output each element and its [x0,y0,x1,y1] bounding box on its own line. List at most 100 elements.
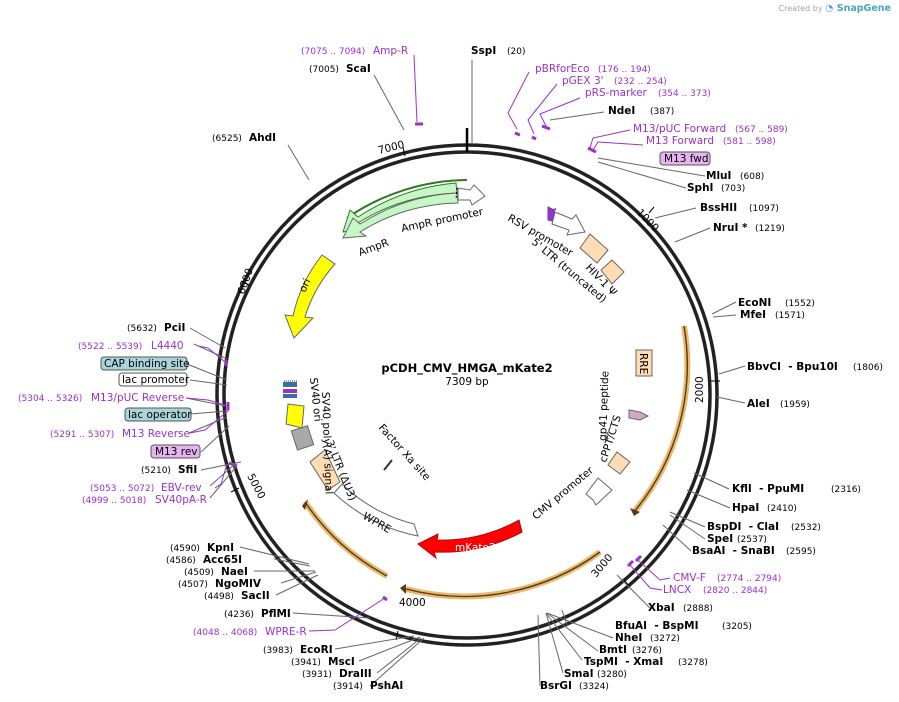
feature-cap-binding-site[interactable]: CAP binding site [104,358,190,370]
sv40-ori-feature [285,403,305,429]
ampr-promoter-feature [457,184,486,206]
primer-ebv-rev[interactable]: EBV-rev [161,482,202,494]
svg-text:(4999 .. 5018): (4999 .. 5018) [82,496,146,506]
site-tspmi[interactable]: TspMI - XmaI [584,656,663,668]
site-mfei[interactable]: MfeI [740,309,766,321]
feature-m13-fwd[interactable]: M13 fwd [664,153,709,165]
ori-feature [284,254,336,339]
svg-text:(4586): (4586) [166,556,196,566]
rre-feature [635,349,653,377]
svg-text:(1806): (1806) [853,363,883,373]
site-bsrgi[interactable]: BsrGI [540,680,572,692]
site-msci[interactable]: MscI [328,656,355,668]
site-kpni[interactable]: KpnI [207,542,234,554]
primer-m13puc-forward[interactable]: M13/pUC Forward [633,123,726,135]
primer-cmv-f[interactable]: CMV-F [673,572,706,584]
primer-amp-r[interactable]: Amp-R [373,45,408,57]
svg-text:(387): (387) [650,107,674,117]
site-ndei[interactable]: NdeI [608,105,635,117]
label-sv40-polya: SV40 poly(A) signal [319,392,335,495]
boxed-feature-labels: M13 fwd CAP binding site lac promoter la… [100,151,711,459]
site-nhei[interactable]: NheI [615,632,642,644]
site-kfli[interactable]: KflI - PpuMI [732,483,804,495]
site-bsshii[interactable]: BssHII [700,202,737,214]
snapgene-logo: ◔ SnapGene [825,3,891,14]
site-pflmi[interactable]: PflMI [261,608,291,620]
site-ahdi[interactable]: AhdI [249,132,276,144]
site-bspdi[interactable]: BspDI - ClaI [707,521,779,533]
feature-lac-promoter[interactable]: lac promoter [122,374,190,386]
site-bbvci[interactable]: BbvCI - Bpu10I [747,361,838,373]
site-scai[interactable]: ScaI [346,63,371,75]
primer-sv40pa-r[interactable]: SV40pA-R [155,494,207,506]
plasmid-length: 7309 bp [445,376,489,388]
site-draiii[interactable]: DraIII [339,668,372,680]
svg-text:(2595): (2595) [786,547,816,557]
ampr-feature [342,192,459,239]
svg-text:(1571): (1571) [775,311,805,321]
primer-prs-marker[interactable]: pRS-marker [585,87,648,99]
primer-m13-reverse[interactable]: M13 Reverse [122,428,190,440]
svg-text:(4509): (4509) [184,568,214,578]
svg-text:(3278): (3278) [678,658,708,668]
primer-mark-cmv-f [634,554,643,563]
svg-text:(2888): (2888) [683,604,713,614]
site-econi[interactable]: EcoNI [738,297,771,309]
label-factor-xa: Factor Xa site [376,422,433,483]
primer-lncx[interactable]: LNCX [663,584,691,596]
credit-brand: SnapGene [836,3,891,14]
svg-text:(2410): (2410) [767,504,797,514]
svg-text:(4048 .. 4068): (4048 .. 4068) [193,628,257,638]
feature-lac-operator[interactable]: lac operator [128,409,192,421]
svg-text:(354 .. 373): (354 .. 373) [658,89,711,99]
site-pcii[interactable]: PciI [164,322,185,334]
site-sspi[interactable]: SspI [471,45,496,57]
site-bmti[interactable]: BmtI [599,644,627,656]
svg-text:(1219): (1219) [755,224,785,234]
site-bfuai[interactable]: BfuAI - BspMI [615,620,699,632]
hiv-psi-feature [600,259,625,285]
sv40-bar-1 [283,382,297,387]
primer-m13-forward[interactable]: M13 Forward [646,135,714,147]
svg-text:(2316): (2316) [831,485,861,495]
site-pshai[interactable]: PshAI [370,680,403,692]
site-xbai[interactable]: XbaI [648,602,675,614]
site-spei[interactable]: SpeI [707,533,733,545]
site-sphi[interactable]: SphI [687,182,713,194]
site-sfii[interactable]: SfiI [178,464,197,476]
primer-pgex3[interactable]: pGEX 3' [562,75,604,87]
site-nrui[interactable]: NruI * [713,222,748,234]
site-acc65i[interactable]: Acc65I [203,554,242,566]
cmv-promoter-feature [585,477,613,506]
primer-mark-m13puc-fwd [587,146,597,154]
site-ecori[interactable]: EcoRI [300,644,333,656]
site-hpai[interactable]: HpaI [732,502,759,514]
site-sacii[interactable]: SacII [241,590,270,602]
primer-l4440[interactable]: L4440 [151,340,184,352]
primer-pbrforeco[interactable]: pBRforEco [535,63,589,75]
svg-text:(703): (703) [721,184,745,194]
svg-text:(3931): (3931) [302,670,332,680]
label-ampr-promoter: AmpR promoter [400,206,485,235]
site-mlui[interactable]: MluI [706,170,731,182]
site-naei[interactable]: NaeI [221,566,248,578]
site-ngomiv[interactable]: NgoMIV [215,578,262,590]
svg-text:(7075 .. 7094): (7075 .. 7094) [301,47,365,57]
site-alei[interactable]: AleI [747,398,770,410]
label-gp41: gp41 peptide [597,371,611,441]
feature-m13-rev[interactable]: M13 rev [155,446,198,458]
label-ampr: AmpR [357,237,391,259]
primer-mark-pbrforeco [514,131,521,137]
primer-m13puc-reverse[interactable]: M13/pUC Reverse [91,392,184,404]
restriction-site-labels: SspI (20) (7005) ScaI (6525) AhdI NdeI (… [127,45,883,692]
site-bsaai[interactable]: BsaAI - SnaBI [692,545,775,557]
tick-2000: 2000 [694,376,720,403]
gp41-feature [628,409,650,421]
svg-text:(4236): (4236) [224,610,254,620]
mkate2-feature [417,519,523,560]
site-smai[interactable]: SmaI [564,668,594,680]
site-leader-lines [185,60,746,687]
cppt-feature [607,451,631,475]
ltr5-feature [579,233,609,264]
primer-wpre-r[interactable]: WPRE-R [265,626,307,638]
